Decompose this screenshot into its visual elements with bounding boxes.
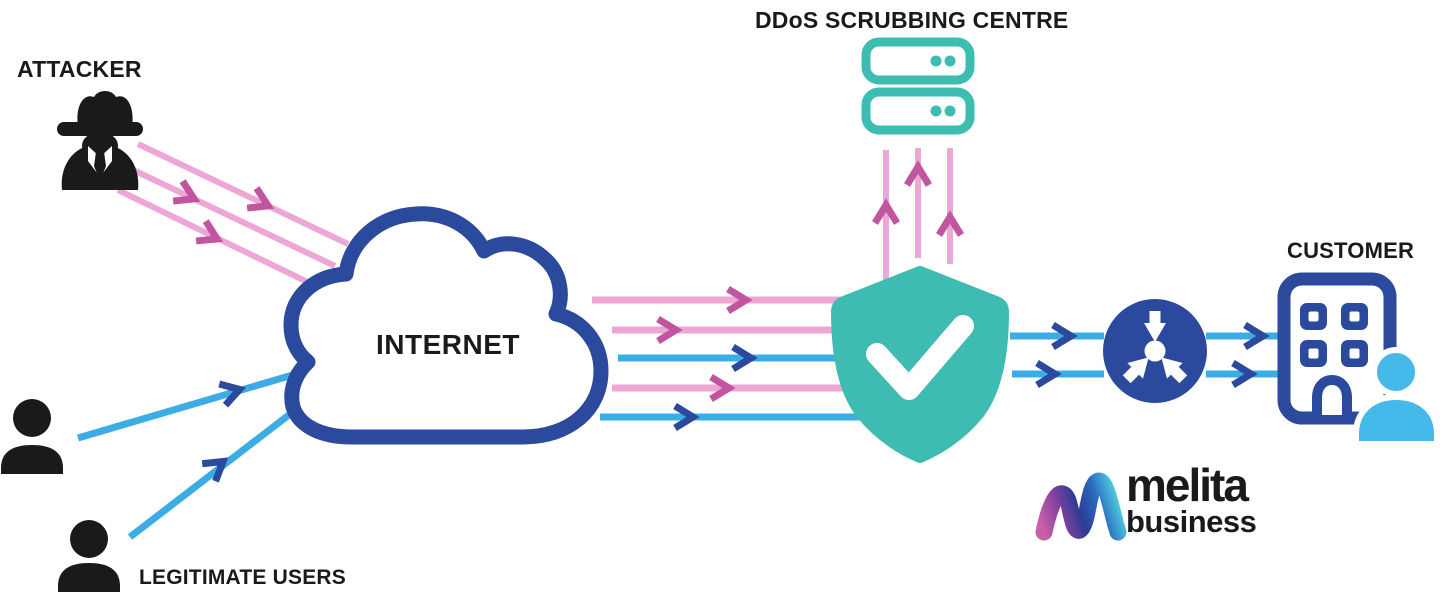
mixed-traffic-lines xyxy=(592,296,868,421)
scrubbing-centre-label: DDoS SCRUBBING CENTRE xyxy=(755,7,1069,33)
office-building-icon xyxy=(1277,272,1397,425)
logo-sub-text: business xyxy=(1126,503,1257,539)
user-icon xyxy=(1,399,120,592)
internet-label: INTERNET xyxy=(376,329,520,360)
legitimate-users-label: LEGITIMATE USERS xyxy=(139,566,346,589)
shield-check-icon xyxy=(831,266,1009,463)
attacker-label: ATTACKER xyxy=(17,56,142,82)
server-icon xyxy=(866,92,970,130)
customer-label: CUSTOMER xyxy=(1287,238,1415,263)
attack-traffic-lines xyxy=(116,141,350,294)
spy-icon xyxy=(57,91,143,190)
melita-business-logo: melita business xyxy=(1126,459,1257,539)
converging-arrows-icon xyxy=(1103,299,1207,403)
customer-person-icon xyxy=(1353,347,1440,447)
user-traffic-lines xyxy=(77,370,297,540)
logo-brand-text: melita xyxy=(1126,459,1249,511)
cloud-icon xyxy=(283,206,609,445)
server-icon xyxy=(866,42,970,80)
melita-logo-mark xyxy=(1035,472,1127,541)
